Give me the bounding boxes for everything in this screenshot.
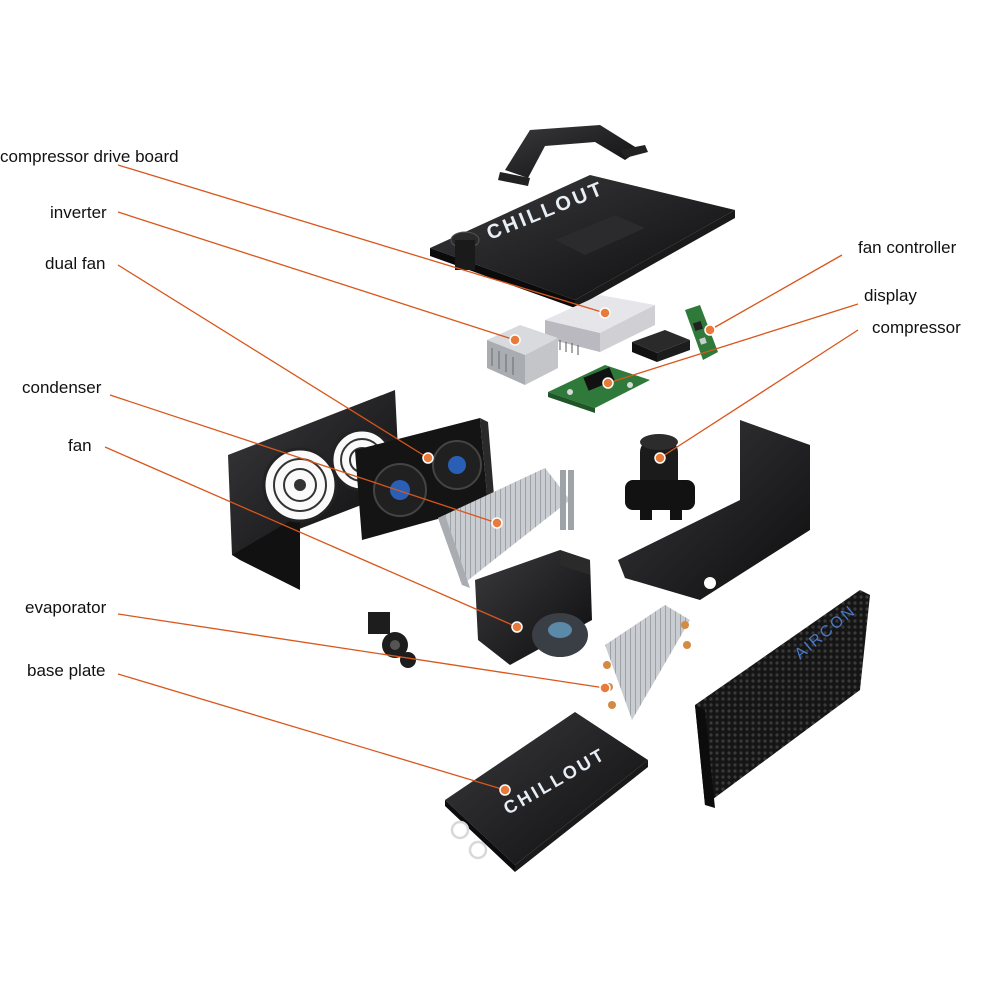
label-compressor: compressor <box>872 318 961 337</box>
top-lid: CHILLOUT <box>430 175 735 308</box>
callout-compressor <box>654 329 859 464</box>
callout-fan <box>104 446 523 633</box>
callout-dual-fan <box>117 264 434 464</box>
callout-evaporator <box>117 613 611 694</box>
front-mesh-panel: AIRCON <box>695 590 870 808</box>
label-dual-fan: dual fan <box>45 254 106 273</box>
carry-handle <box>498 125 648 186</box>
label-inverter: inverter <box>50 203 107 222</box>
inverter <box>487 325 558 385</box>
label-display: display <box>864 286 917 305</box>
condenser <box>438 468 574 588</box>
callout-compressor-drive-board <box>117 164 611 319</box>
label-fan-controller: fan controller <box>858 238 957 257</box>
relay-block <box>632 330 690 362</box>
label-fan: fan <box>68 436 92 455</box>
evaporator <box>603 605 691 720</box>
callout-base-plate <box>117 673 511 796</box>
compressor <box>625 434 695 520</box>
label-evaporator: evaporator <box>25 598 107 617</box>
callout-inverter <box>117 211 521 346</box>
fan-controller-board <box>685 305 718 360</box>
blower-fan <box>475 550 592 665</box>
label-base-plate: base plate <box>27 661 105 680</box>
base-plate: CHILLOUT <box>445 712 648 872</box>
callout-display <box>602 303 859 389</box>
label-compressor-drive-board: compressor drive board <box>0 147 179 166</box>
blower-motor <box>368 612 416 668</box>
label-condenser: condenser <box>22 378 102 397</box>
right-side-panel <box>618 420 810 600</box>
callout-fan-controller <box>704 254 843 336</box>
callout-condenser <box>109 394 503 529</box>
display-board <box>548 365 650 413</box>
